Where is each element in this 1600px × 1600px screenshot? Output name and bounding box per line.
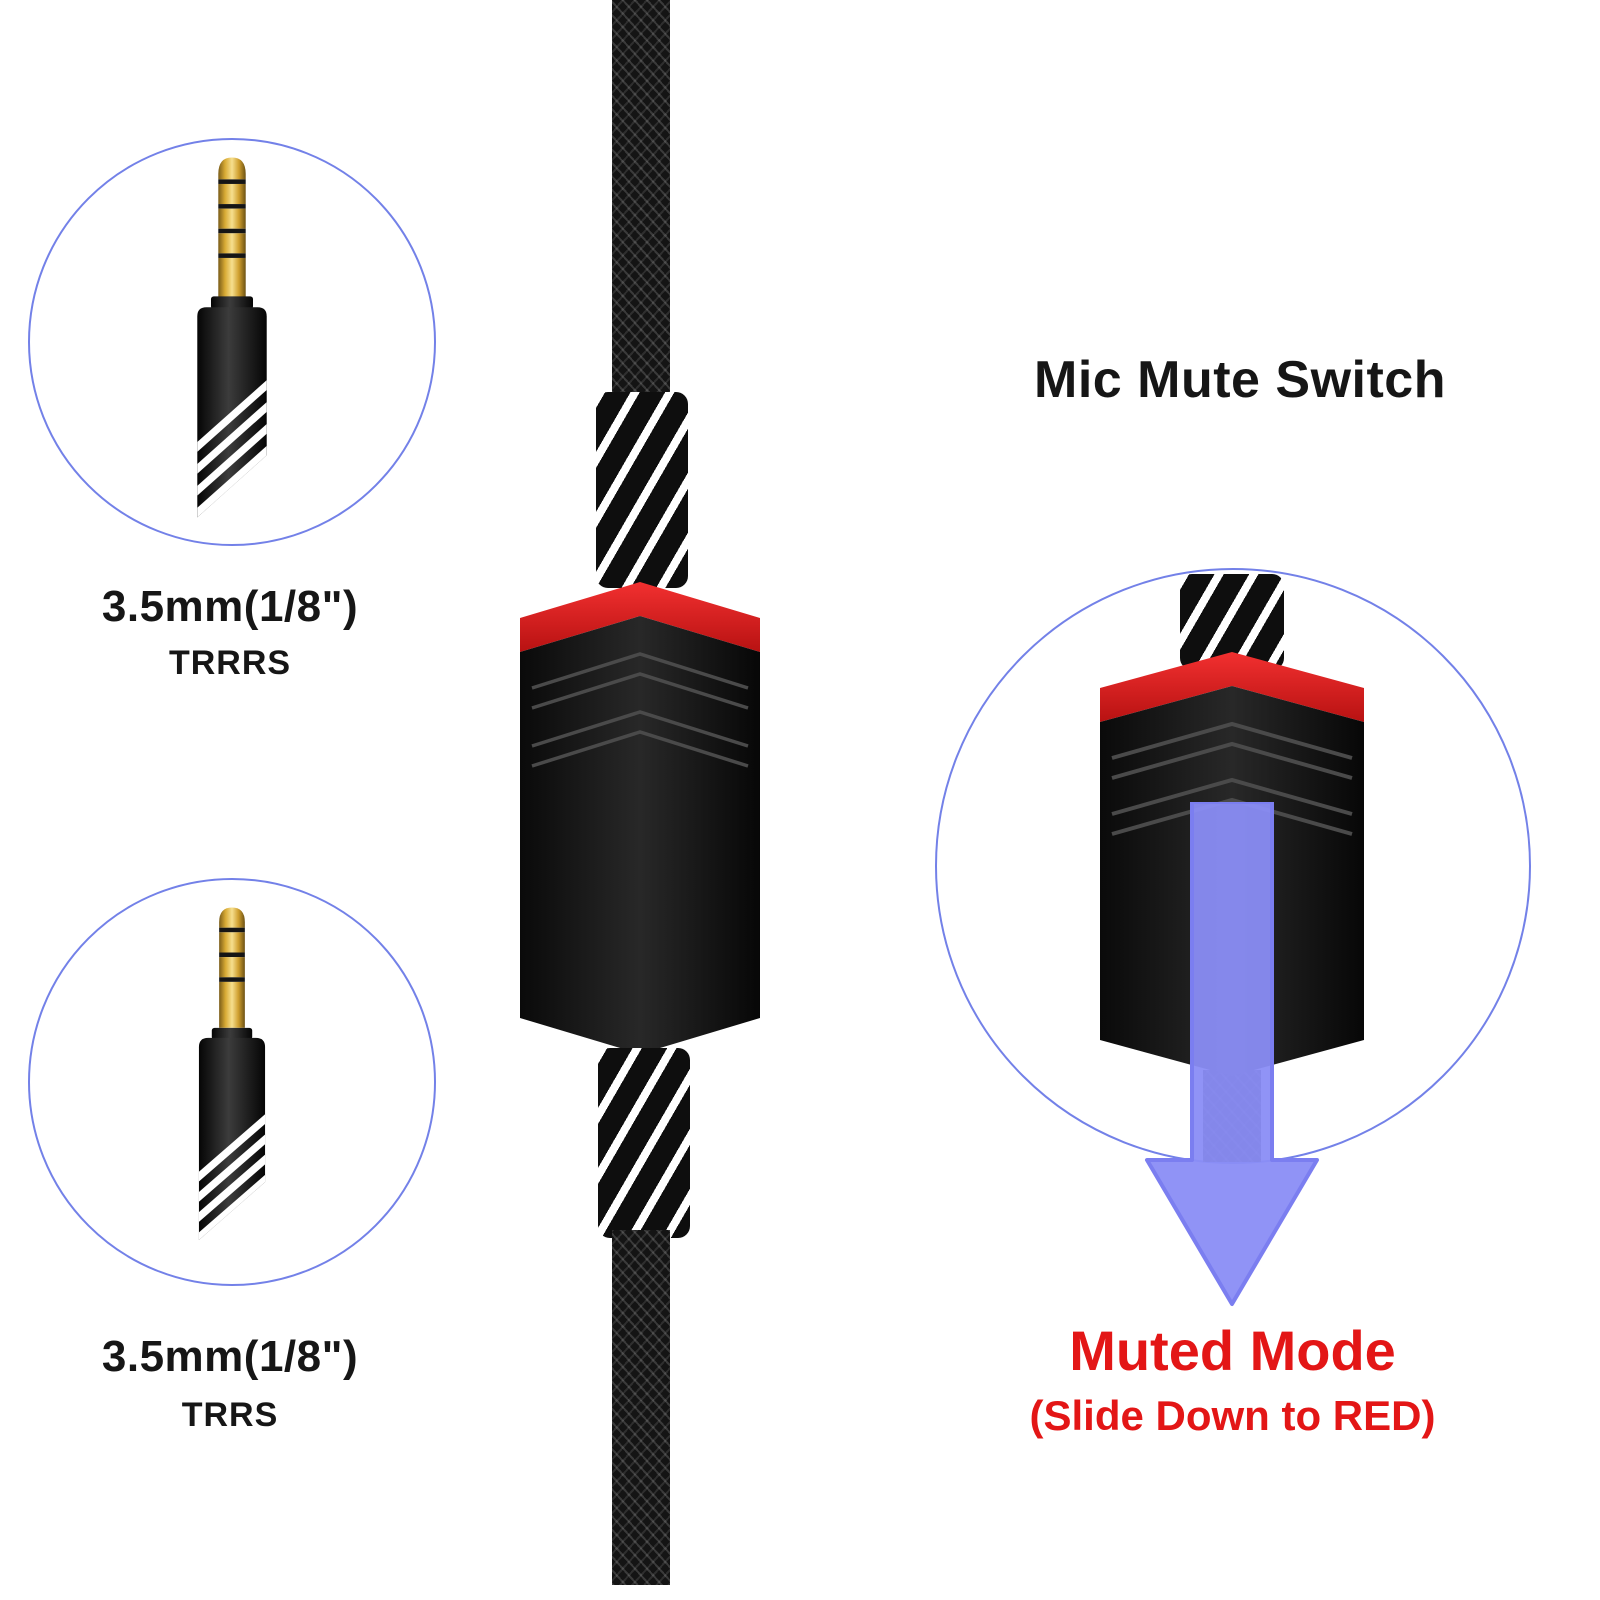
muted-mode-note: (Slide Down to RED) [1029,1392,1436,1439]
spiral-wrap-top-icon [596,392,688,588]
braided-cable-top [612,0,670,420]
trrrs-type-label: TRRRS [168,644,292,682]
trrrs-size-label: 3.5mm(1/8") [101,582,359,631]
mic-mute-switch-icon [520,582,760,1054]
trrs-plug-icon [198,907,266,1240]
trrs-size-label: 3.5mm(1/8") [101,1332,359,1381]
section-title: Mic Mute Switch [1034,351,1446,409]
trrrs-plug-circle [28,138,436,546]
slide-down-arrow-icon [1145,802,1319,1306]
braided-cable-bottom [612,1230,670,1585]
spiral-wrap-bottom-icon [598,1048,690,1238]
trrs-type-label: TRRS [181,1396,279,1434]
trrrs-plug-icon [197,157,267,518]
trrs-plug-circle [28,878,436,1286]
muted-mode-heading: Muted Mode [1069,1319,1396,1382]
